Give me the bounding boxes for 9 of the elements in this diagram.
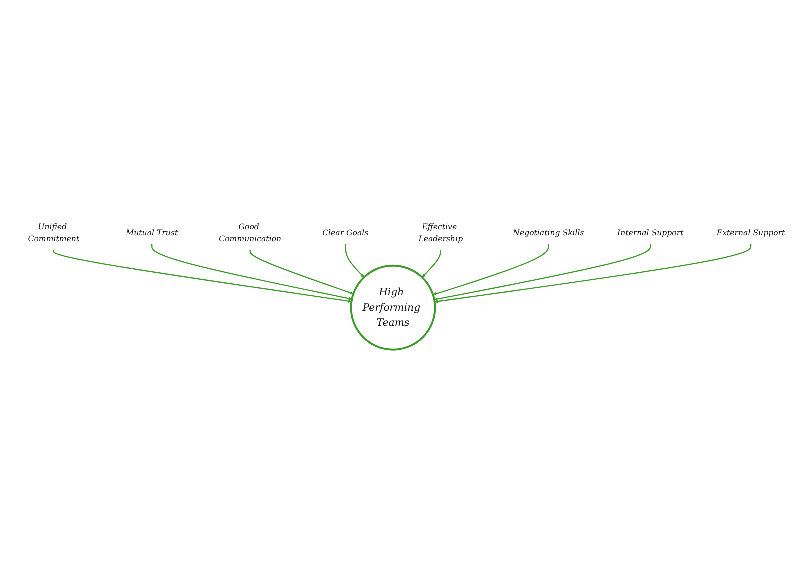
- arrow: [250, 250, 354, 294]
- node-circle: High Performing Teams: [350, 264, 436, 350]
- arrow: [434, 244, 752, 303]
- arrow: [422, 250, 442, 278]
- arrow: [434, 244, 652, 300]
- arrow: [53, 250, 352, 303]
- arrow: [345, 244, 364, 278]
- arrow: [433, 244, 550, 296]
- arrow: [152, 244, 352, 300]
